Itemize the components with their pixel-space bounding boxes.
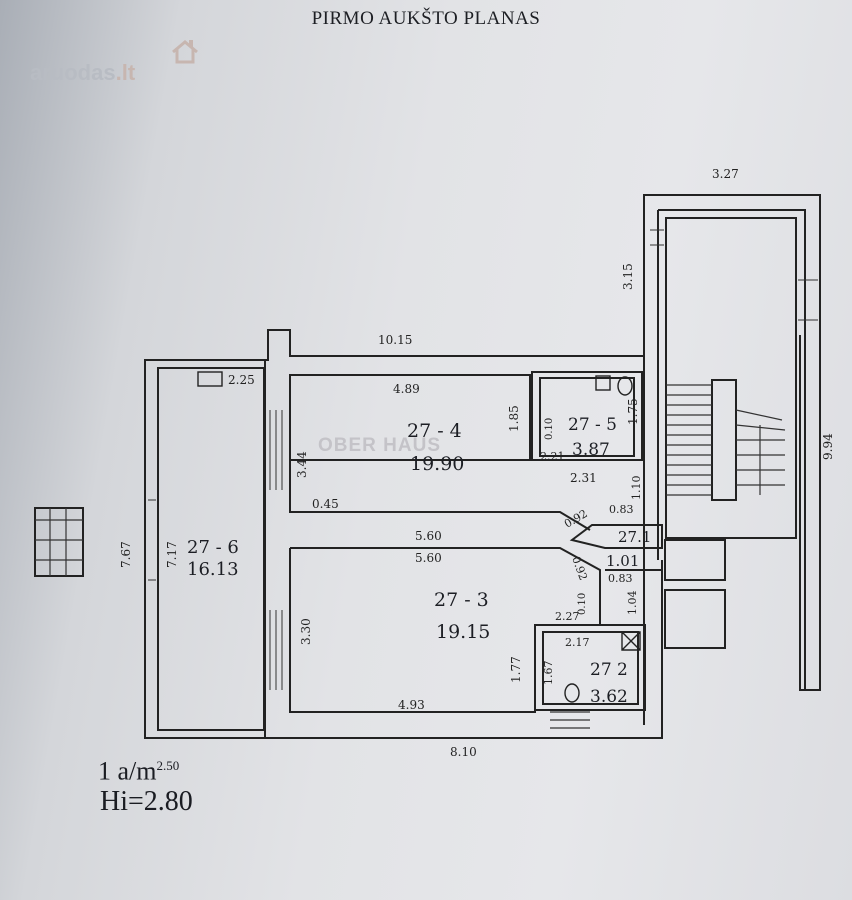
dim-3-30: 3.30: [299, 618, 313, 645]
logo-tld: .lt: [115, 60, 136, 85]
corridor-27-1-lower: [605, 560, 663, 571]
ober-haus-watermark: OBER HAUS: [318, 435, 442, 456]
plan-title: PIRMO AUKŠTO PLANAS: [311, 8, 541, 29]
stair-core: [711, 379, 737, 501]
sink-icon: [595, 375, 611, 391]
dim-8-10: 8.10: [450, 745, 477, 759]
dim-0-10b: 0.10: [577, 593, 588, 615]
dim-0-83a: 0.83: [609, 503, 634, 516]
scale-label: 1 a/m2.50: [98, 750, 179, 788]
ceiling-height-label: Hi=2.80: [100, 786, 193, 817]
house-icon: [172, 40, 198, 64]
stair-treads: [35, 384, 786, 729]
radiator-icon: [197, 371, 223, 387]
south-wall: [145, 560, 663, 739]
dim-4-89: 4.89: [393, 382, 420, 396]
toilet-icon: [617, 376, 633, 396]
dim-0-45: 0.45: [312, 497, 339, 511]
dim-2-17: 2.17: [565, 636, 590, 649]
dim-5-60b: 5.60: [415, 551, 442, 565]
dim-1-85: 1.85: [507, 405, 521, 432]
scale-main: 1 a: [98, 756, 130, 786]
room-27-4-wall: [289, 375, 591, 531]
dim-9-94: 9.94: [821, 433, 835, 460]
scale-slash: /m: [129, 756, 157, 786]
window-marks: [148, 229, 818, 690]
room-27-1-id: 27.1: [618, 528, 651, 546]
room-27-5-wall: [531, 371, 643, 461]
dim-2-25: 2.25: [228, 373, 255, 387]
room-27-3-area: 19.15: [436, 621, 490, 643]
room-27-4-area: 19.90: [410, 453, 464, 475]
north-block-inner: [665, 217, 797, 539]
room-27-5-inner: [539, 377, 635, 457]
corridor-27-1: [569, 524, 663, 549]
dim-3-44: 3.44: [295, 451, 309, 478]
dim-1-04: 1.04: [626, 591, 639, 616]
dim-0-83b: 0.83: [608, 572, 633, 585]
north-block: [657, 209, 806, 690]
dim-1-67: 1.67: [542, 661, 555, 686]
dim-5-60a: 5.60: [415, 529, 442, 543]
dim-0-10a: 0.10: [544, 418, 555, 440]
room-27-5-id: 27 - 5: [568, 415, 617, 435]
room-27-3-id: 27 - 3: [434, 589, 489, 611]
dim-3-15: 3.15: [621, 263, 635, 290]
room-27-1-area: 1.01: [606, 552, 639, 570]
room-27-2-wall: [534, 624, 646, 711]
room-27-2-area: 3.62: [590, 687, 628, 707]
logo-name: aruodas: [30, 60, 116, 85]
room-27-5-area: 3.87: [572, 440, 610, 460]
toilet-icon-2: [564, 683, 580, 703]
cross-box-icon: [621, 631, 641, 651]
dim-1-75: 1.75: [626, 398, 640, 425]
porch-stair: [34, 507, 84, 577]
dim-1-10: 1.10: [630, 476, 643, 501]
dim-1-77: 1.77: [509, 656, 523, 683]
dim-2-31: 2.31: [570, 471, 597, 485]
west-terrace-inner: [157, 367, 265, 731]
dim-10-15: 10.15: [378, 333, 412, 347]
stair-landing: [664, 539, 726, 649]
dim-4-93: 4.93: [398, 698, 425, 712]
dim-2-21: 2.21: [540, 450, 565, 463]
dim-2-27: 2.27: [555, 610, 580, 623]
dim-3-27: 3.27: [712, 167, 739, 181]
aruodas-logo: aruodas.lt: [30, 60, 135, 86]
room-27-2-id: 27 2: [590, 660, 628, 680]
room-27-4-id: 27 - 4: [407, 420, 462, 442]
dim-7-67: 7.67: [119, 541, 133, 568]
room-27-6-id: 27 - 6: [187, 537, 239, 558]
dim-0-92b: 0.92: [569, 555, 590, 582]
scale-exp: 2.50: [156, 758, 180, 773]
room-27-2-inner: [542, 631, 639, 705]
dim-7-17: 7.17: [165, 541, 179, 568]
room-27-6-area: 16.13: [187, 559, 239, 580]
